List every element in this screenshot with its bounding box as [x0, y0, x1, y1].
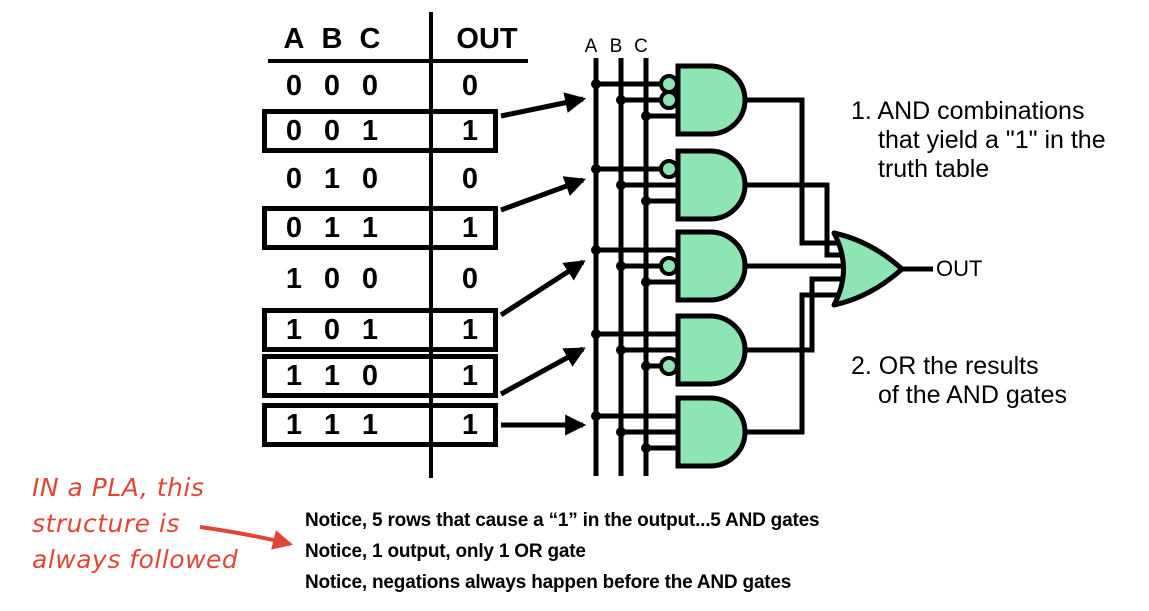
cell-a: 1	[285, 263, 303, 295]
cell-out: 1	[461, 360, 479, 392]
junction-dot	[616, 261, 626, 271]
cell-b: 1	[323, 163, 341, 195]
row-to-gate-arrow	[499, 346, 586, 397]
junction-dot	[616, 427, 626, 437]
cell-out: 0	[461, 263, 479, 295]
cell-a: 0	[285, 70, 303, 102]
cell-c: 1	[361, 212, 379, 244]
junction-dot	[641, 111, 651, 121]
cell-c: 0	[361, 70, 379, 102]
or-gate	[831, 230, 905, 308]
not-bubble	[659, 356, 679, 376]
and-gate-4	[675, 313, 748, 387]
not-bubble	[659, 74, 679, 94]
column-header-c: C	[359, 23, 381, 55]
cell-c: 0	[361, 163, 379, 195]
cell-b: 0	[323, 70, 341, 102]
junction-dot	[616, 95, 626, 105]
and-output-wire	[744, 292, 849, 435]
and-gate-5	[675, 395, 748, 469]
cell-out: 1	[461, 314, 479, 346]
cell-b: 0	[323, 263, 341, 295]
annotation-or-results: 2. OR the results of the AND gates	[851, 352, 1068, 409]
junction-dot	[641, 443, 651, 453]
and-output-wire	[744, 276, 849, 353]
cell-a: 0	[285, 115, 303, 147]
not-bubble	[659, 159, 679, 179]
cell-a: 1	[285, 314, 303, 346]
cell-a: 0	[285, 212, 303, 244]
row-to-gate-arrow	[499, 259, 586, 318]
junction-dot	[616, 180, 626, 190]
cell-c: 1	[361, 409, 379, 441]
input-label-a: A	[585, 36, 598, 57]
row-to-gate-arrow	[500, 176, 586, 213]
cell-a: 1	[285, 360, 303, 392]
cell-c: 0	[361, 263, 379, 295]
row-to-gate-arrow	[500, 92, 587, 119]
cell-out: 0	[461, 70, 479, 102]
column-header-b: B	[321, 23, 343, 55]
junction-dot	[591, 164, 601, 174]
cell-out: 1	[461, 115, 479, 147]
and-output-wire	[744, 182, 849, 258]
junction-dot	[641, 361, 651, 371]
cell-out: 1	[461, 409, 479, 441]
junction-dot	[641, 196, 651, 206]
annotation-and-combinations: 1. AND combinations that yield a "1" in …	[851, 97, 1106, 183]
cell-a: 1	[285, 409, 303, 441]
cell-c: 1	[361, 314, 379, 346]
junction-dot	[591, 245, 601, 255]
cell-b: 0	[323, 314, 341, 346]
table-divider	[429, 12, 433, 478]
junction-dot	[616, 345, 626, 355]
junction-dot	[591, 329, 601, 339]
cell-out: 1	[461, 212, 479, 244]
column-header-out: OUT	[456, 23, 518, 55]
junction-dot	[641, 277, 651, 287]
column-header-a: A	[283, 23, 305, 55]
not-bubble	[659, 90, 679, 110]
cell-b: 1	[323, 360, 341, 392]
cell-b: 1	[323, 409, 341, 441]
junction-dot	[591, 411, 601, 421]
junction-dot	[591, 79, 601, 89]
cell-a: 0	[285, 163, 303, 195]
input-label-c: C	[634, 36, 648, 57]
cell-b: 1	[323, 212, 341, 244]
handwritten-arrow	[199, 525, 293, 550]
and-gate-1	[675, 63, 748, 137]
and-gate-3	[675, 229, 748, 303]
not-bubble	[659, 256, 679, 276]
circuit-output-label: OUT	[936, 256, 982, 281]
cell-c: 1	[361, 115, 379, 147]
and-gate-2	[675, 148, 748, 222]
header-underline	[268, 59, 528, 63]
cell-out: 0	[461, 163, 479, 195]
cell-b: 0	[323, 115, 341, 147]
cell-c: 0	[361, 360, 379, 392]
and-output-wire	[744, 97, 849, 246]
handwritten-note: IN a PLA, this structure is always follo…	[32, 473, 239, 574]
input-label-b: B	[610, 36, 623, 57]
notice-list: Notice, 5 rows that cause a “1” in the o…	[305, 510, 820, 593]
